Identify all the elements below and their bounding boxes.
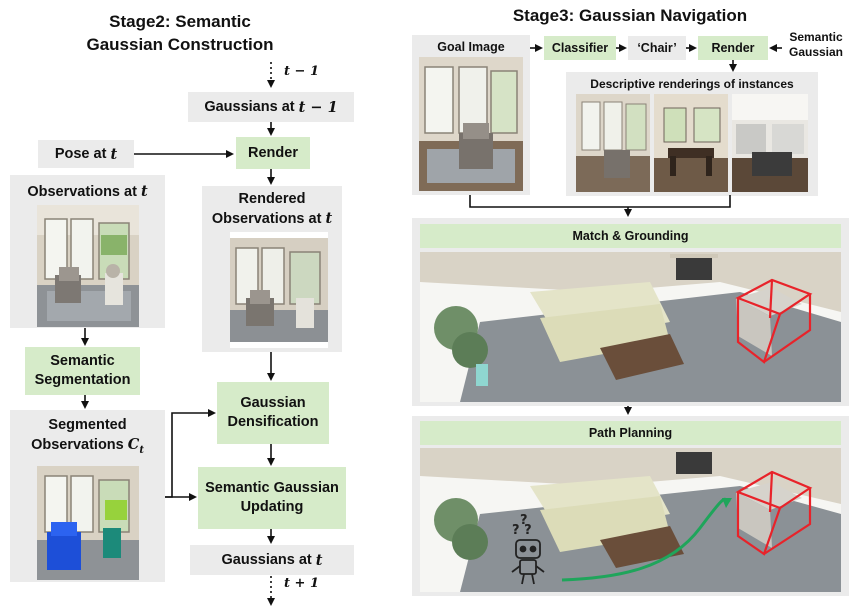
stage3-title: Stage3: Gaussian Navigation [512, 6, 748, 25]
pose-text: Pose at [54, 145, 107, 162]
classifier-box: Classifier [544, 36, 616, 60]
segmented-label: Segmented Observations Ct [31, 417, 144, 456]
bbox-left-edges [736, 298, 782, 364]
path-planning-panel: Path Planning ? ? [412, 416, 849, 596]
robot-icon: ? ? ? [511, 513, 545, 585]
stage2-title-line2: Gaussian Construction [86, 35, 274, 54]
goal-image-label: Goal Image [437, 40, 505, 54]
gaussians-now-box: Gaussians at t [190, 545, 354, 575]
path-overlay: ? ? ? [511, 470, 813, 585]
arrow-segmented-densification [165, 409, 216, 498]
gaussians-prev-math: t − 1 [298, 98, 338, 116]
pose-math: t [110, 145, 118, 163]
descriptive-panel: Descriptive renderings of instances [566, 72, 818, 196]
instance-dining-image [654, 94, 728, 192]
t-minus-1-label: t − 1 [284, 64, 319, 79]
goal-image [419, 57, 523, 191]
gaussian-scene-image [420, 252, 841, 402]
rendered-room-image [230, 232, 328, 348]
observations-panel: Observations at t [10, 175, 165, 328]
segmented-panel: Segmented Observations Ct [10, 410, 165, 582]
rendered-image [230, 232, 328, 348]
instance-render-1 [576, 94, 650, 192]
instance-render-2 [654, 94, 728, 192]
living-room-image [37, 205, 139, 327]
segmented-room-image [37, 466, 139, 580]
semantic-gaussian-label: Semantic Gaussian [788, 30, 844, 59]
instance-chair-image [576, 94, 650, 192]
instance-render-3 [732, 94, 808, 192]
semantic-gaussian-updating-box: Semantic Gaussian Updating [198, 467, 346, 529]
svg-text:? ?: ? ? [512, 523, 532, 538]
semantic-segmentation-box: Semantic Segmentation [25, 347, 140, 395]
path-scene-image: ? ? ? [420, 448, 841, 592]
render-box-stage3: Render [698, 36, 768, 60]
chair-box: ‘Chair’ [628, 36, 686, 60]
planned-path-arrowhead [722, 498, 732, 508]
segmented-image [37, 466, 139, 580]
bbox-back-edge-2 [768, 471, 774, 513]
observations-label: Observations at t [27, 183, 148, 200]
gaussian-densification-box: Gaussian Densification [217, 382, 329, 444]
instance-kitchen-image [732, 94, 808, 192]
stage2-title-line1: Stage2: Semantic [109, 12, 251, 31]
match-scene-image [420, 252, 841, 402]
observation-image [37, 205, 139, 327]
path-planning-header: Path Planning [420, 421, 841, 445]
stage2-title: Stage2: Semantic Gaussian Construction [50, 10, 310, 56]
goal-image-panel: Goal Image [412, 35, 530, 195]
bounding-box-overlay [735, 278, 813, 364]
match-grounding-header: Match & Grounding [420, 224, 841, 248]
bbox-back-edge [768, 279, 774, 319]
gaussians-prev-text: Gaussians at [204, 98, 295, 115]
pose-box: Pose at t [38, 140, 134, 168]
descriptive-label: Descriptive renderings of instances [590, 77, 794, 91]
bbox-right-edges-2 [763, 488, 812, 555]
svg-text:?: ? [520, 513, 528, 528]
bracket-join [469, 195, 731, 208]
gaussians-prev-box: Gaussians at t − 1 [188, 92, 354, 122]
t-plus-1-label: t + 1 [284, 576, 319, 591]
bbox-left-edges-2 [736, 492, 782, 556]
rendered-panel: Rendered Observations at t [202, 186, 342, 352]
match-grounding-panel: Match & Grounding [412, 218, 849, 406]
goal-room-image [419, 57, 523, 191]
render-box: Render [236, 137, 310, 169]
bbox-right-edges [763, 294, 812, 363]
rendered-label: Rendered Observations at t [211, 191, 333, 227]
